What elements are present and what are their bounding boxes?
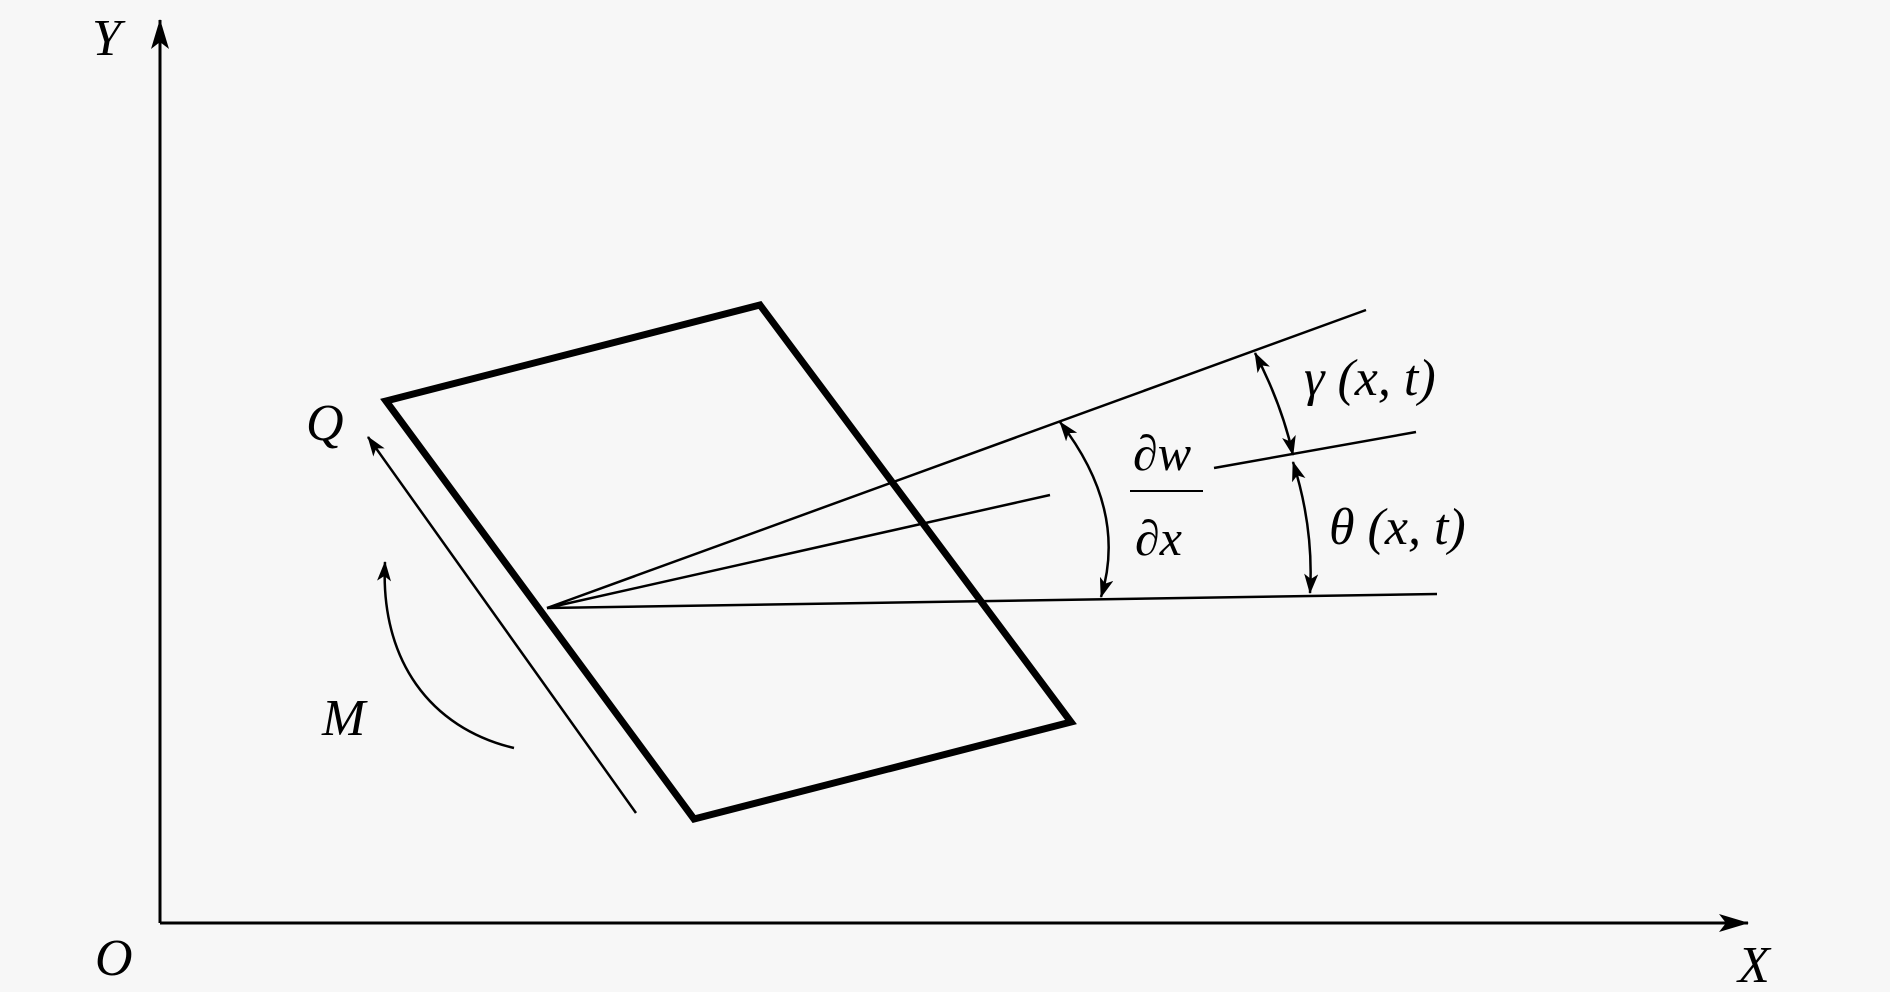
moment-label: M [321, 690, 368, 747]
y-axis-label: Y [92, 10, 126, 67]
origin-label: O [95, 930, 133, 987]
rotation-line-lower [546, 493, 1051, 610]
horizontal-reference-line [546, 592, 1438, 610]
shear-force-arrow [366, 436, 638, 814]
rotation-angle-arc [1291, 461, 1319, 594]
slope-line [546, 308, 1367, 610]
shear-force-label: Q [306, 395, 344, 452]
x-axis-label: X [1736, 937, 1772, 992]
slope-denominator: ∂x [1135, 510, 1182, 566]
shear-angle-arc [1253, 352, 1296, 456]
beam-element [380, 301, 1077, 823]
slope-numerator: ∂w [1133, 425, 1191, 481]
rotation-angle-label: θ (x, t) [1329, 499, 1466, 556]
rotation-line-upper [1213, 430, 1417, 470]
moment-arrow [377, 561, 515, 750]
shear-angle-label: γ (x, t) [1304, 350, 1436, 407]
slope-angle-arc [1059, 421, 1114, 598]
